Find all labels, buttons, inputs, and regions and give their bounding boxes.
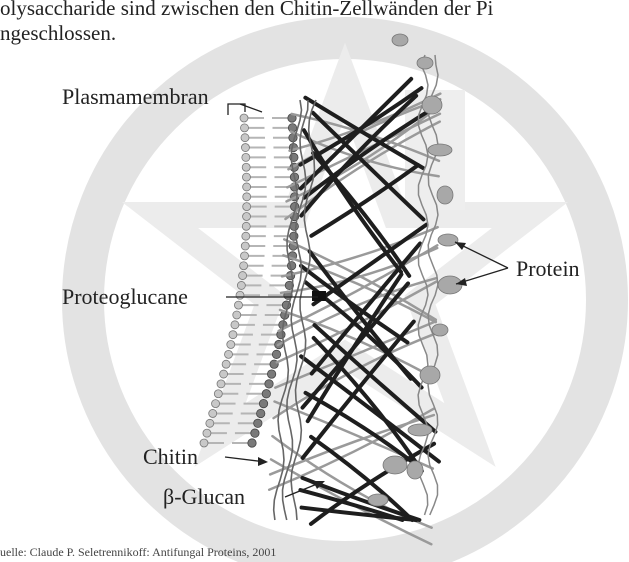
lipid-head bbox=[288, 124, 296, 132]
lipid-head bbox=[234, 301, 242, 309]
protein-blob bbox=[422, 96, 442, 114]
intro-line-2: ngeschlossen. bbox=[0, 21, 629, 46]
lipid-head bbox=[257, 409, 265, 417]
label-chitin: Chitin bbox=[143, 444, 198, 470]
lipid-head bbox=[203, 429, 211, 437]
lipid-head bbox=[233, 311, 241, 319]
plasmamembran-bracket bbox=[228, 104, 245, 115]
lipid-head bbox=[240, 114, 248, 122]
lipid-head bbox=[217, 380, 225, 388]
lipid-head bbox=[243, 203, 251, 211]
protein-blob bbox=[437, 186, 453, 204]
label-glucan: β-Glucan bbox=[163, 484, 245, 510]
protein-blob bbox=[428, 144, 452, 156]
lipid-head bbox=[267, 370, 275, 378]
lipid-head bbox=[220, 370, 228, 378]
source-caption: uelle: Claude P. Seletrennikoff: Antifun… bbox=[0, 545, 276, 560]
lipid-head bbox=[222, 360, 230, 368]
lipid-head bbox=[209, 409, 217, 417]
lipid-head bbox=[240, 124, 248, 132]
lipid-head bbox=[262, 390, 270, 398]
lipid-head bbox=[236, 291, 244, 299]
lipid-head bbox=[241, 134, 249, 142]
lipid-head bbox=[229, 331, 237, 339]
intro-text: olysaccharide sind zwischen den Chitin-Z… bbox=[0, 0, 629, 46]
lipid-head bbox=[265, 380, 273, 388]
protein-blob bbox=[417, 57, 433, 69]
protein-blob bbox=[408, 424, 432, 436]
intro-line-1: olysaccharide sind zwischen den Chitin-Z… bbox=[0, 0, 493, 20]
plasmamembran-leader bbox=[240, 104, 262, 112]
protein-blob bbox=[432, 324, 448, 336]
lipid-head bbox=[251, 429, 259, 437]
protein-blob bbox=[438, 276, 462, 294]
lipid-head bbox=[200, 439, 208, 447]
label-plasmamembran: Plasmamembran bbox=[62, 84, 209, 110]
label-proteoglucane: Proteoglucane bbox=[62, 284, 188, 310]
lipid-head bbox=[225, 350, 233, 358]
lipid-head bbox=[243, 212, 251, 220]
lipid-head bbox=[242, 153, 250, 161]
lipid-head bbox=[214, 390, 222, 398]
lipid-head bbox=[237, 281, 245, 289]
lipid-head bbox=[272, 350, 280, 358]
lipid-head bbox=[243, 193, 251, 201]
lipid-head bbox=[227, 341, 235, 349]
lipid-head bbox=[254, 419, 262, 427]
lipid-head bbox=[212, 400, 220, 408]
lipid-head bbox=[206, 419, 214, 427]
lipid-head bbox=[239, 272, 247, 280]
protein-blob bbox=[383, 456, 407, 474]
lipid-head bbox=[242, 163, 250, 171]
lipid-head bbox=[242, 232, 250, 240]
lipid-head bbox=[241, 252, 249, 260]
protein-blob bbox=[420, 366, 440, 384]
lipid-head bbox=[243, 183, 251, 191]
lipid-head bbox=[259, 399, 267, 407]
protein-blob bbox=[407, 461, 423, 479]
proteoglucan-marker bbox=[312, 291, 326, 301]
lipid-head bbox=[231, 321, 239, 329]
lipid-head bbox=[248, 439, 256, 447]
lipid-head bbox=[240, 262, 248, 270]
protein-blob bbox=[438, 234, 458, 246]
label-protein: Protein bbox=[516, 256, 580, 282]
lipid-head bbox=[241, 242, 249, 250]
protein-blob bbox=[368, 494, 388, 506]
lipid-head bbox=[241, 144, 249, 152]
lipid-head bbox=[242, 173, 250, 181]
lipid-head bbox=[242, 222, 250, 230]
